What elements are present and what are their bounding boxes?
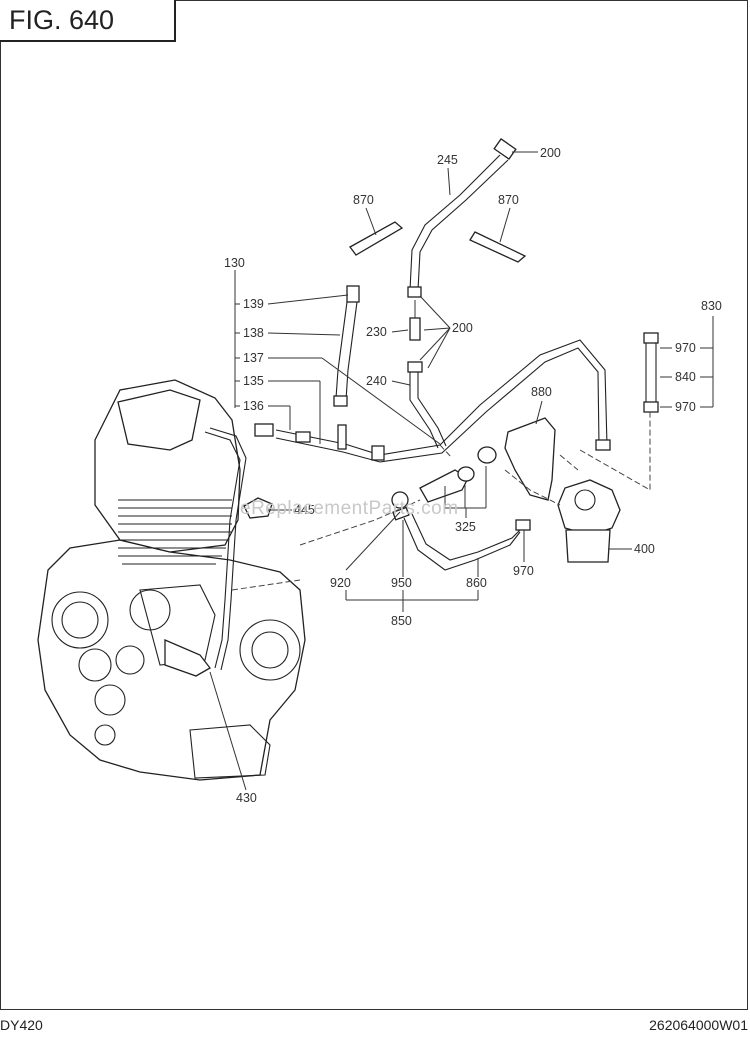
callout-850: 850 xyxy=(391,614,412,628)
callout-840: 840 xyxy=(675,370,696,384)
pipe-138 xyxy=(333,285,360,407)
callout-137: 137 xyxy=(243,351,264,365)
hose-850 xyxy=(392,506,531,571)
callout-880: 880 xyxy=(531,385,552,399)
figure-frame xyxy=(0,0,748,1010)
callout-860: 860 xyxy=(466,576,487,590)
callout-136: 136 xyxy=(243,399,264,413)
callout-920: 920 xyxy=(330,576,351,590)
diagram-part-number: 262064000W01 xyxy=(649,1017,748,1033)
bracket-880 xyxy=(504,417,556,501)
callout-970-lower: 970 xyxy=(675,400,696,414)
figure-title: FIG. 640 xyxy=(0,0,176,42)
callout-139: 139 xyxy=(243,297,264,311)
callout-400: 400 xyxy=(634,542,655,556)
callout-325: 325 xyxy=(455,520,476,534)
callout-labels: 200 245 870 870 130 139 138 137 135 136 … xyxy=(224,146,722,805)
engine-illustration xyxy=(37,379,306,781)
callout-970-upper: 970 xyxy=(675,341,696,355)
callout-430: 430 xyxy=(236,791,257,805)
callout-200-top: 200 xyxy=(540,146,561,160)
callout-230: 230 xyxy=(366,325,387,339)
fuel-filter-400 xyxy=(557,479,621,563)
fitting-325 xyxy=(391,446,497,509)
connector-230 xyxy=(409,300,421,341)
strap-870-left xyxy=(349,221,404,256)
callout-245: 245 xyxy=(437,153,458,167)
callout-870-left: 870 xyxy=(353,193,374,207)
callout-970-bottom: 970 xyxy=(513,564,534,578)
hose-240 xyxy=(407,361,447,449)
hose-245-assembly xyxy=(407,138,517,298)
tee-137-lines xyxy=(254,339,611,463)
model-label: DY420 xyxy=(0,1017,43,1033)
callout-240: 240 xyxy=(366,374,387,388)
watermark-text: eReplacementParts.com xyxy=(240,498,459,519)
callout-130: 130 xyxy=(224,256,245,270)
leader-lines xyxy=(209,151,714,791)
strap-870-right xyxy=(469,231,527,263)
callout-200-mid: 200 xyxy=(452,321,473,335)
callout-445: 445 xyxy=(294,503,315,517)
dashed-guides xyxy=(231,412,651,591)
callout-830: 830 xyxy=(701,299,722,313)
hose-840-assembly xyxy=(643,332,659,413)
callout-135: 135 xyxy=(243,374,264,388)
callout-138: 138 xyxy=(243,326,264,340)
callout-870-right: 870 xyxy=(498,193,519,207)
callout-950: 950 xyxy=(391,576,412,590)
